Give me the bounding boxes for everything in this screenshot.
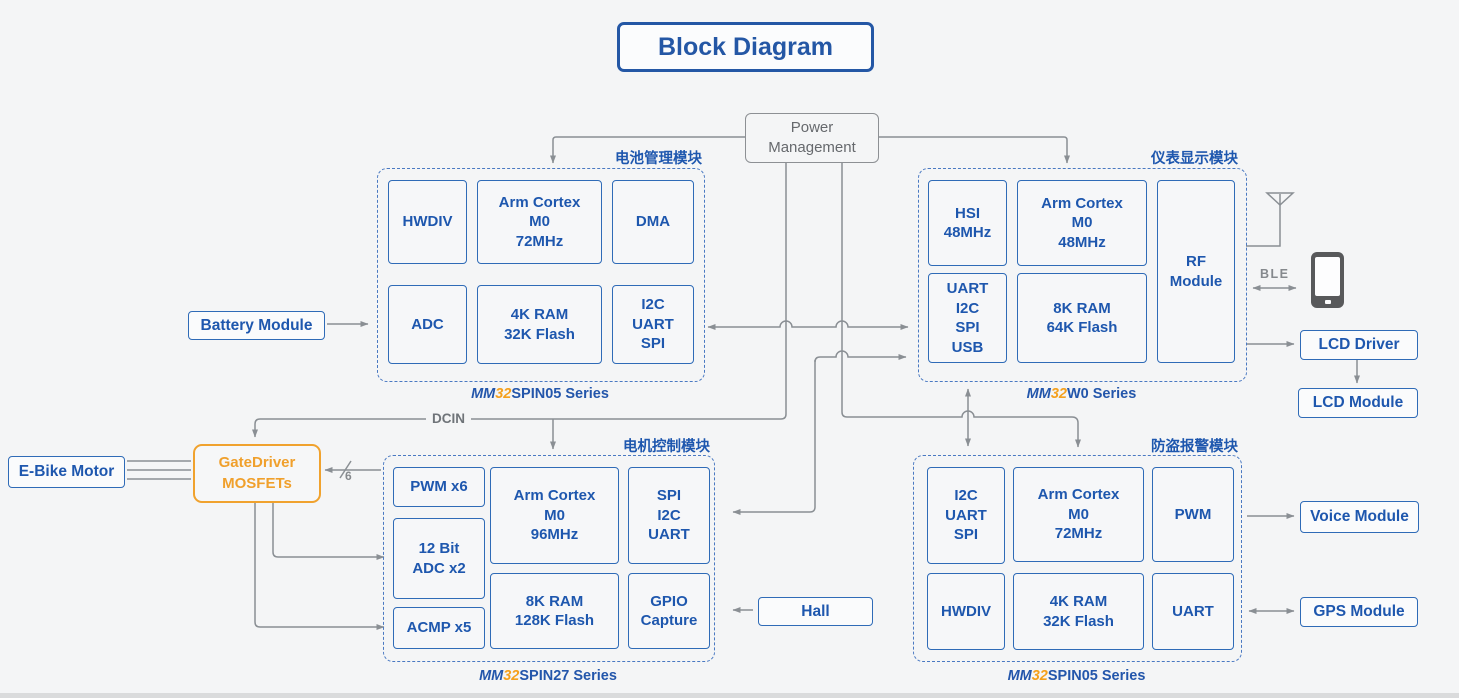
series-num: 32 <box>1031 668 1048 684</box>
battery-series-label: MM32SPIN05 Series <box>377 386 703 402</box>
motor-group-label: 电机控制模块 <box>623 439 710 455</box>
battery-block-dma: DMA <box>612 180 694 264</box>
alarm-group-border <box>913 455 1242 662</box>
page-title: Block Diagram <box>617 22 874 72</box>
bottom-edge-strip <box>0 693 1459 698</box>
series-mm: MM <box>1007 668 1032 684</box>
display-group-label: 仪表显示模块 <box>1151 151 1238 167</box>
motor-block-adc: 12 Bit ADC x2 <box>393 518 485 599</box>
display-block-ram-flash: 8K RAM 64K Flash <box>1017 273 1147 363</box>
series-rest: SPIN05 Series <box>511 386 609 402</box>
battery-group-border <box>377 168 705 382</box>
series-mm: MM <box>479 668 504 684</box>
series-rest: SPIN05 Series <box>1047 668 1146 684</box>
motor-group-border <box>383 455 715 662</box>
series-num: 32 <box>495 386 512 402</box>
smartphone-screen <box>1315 257 1340 296</box>
display-group-border <box>918 168 1247 382</box>
series-num: 32 <box>1050 386 1067 402</box>
series-rest: SPIN27 Series <box>519 668 617 684</box>
display-block-rf-module: RF Module <box>1157 180 1235 363</box>
dcin-label: DCIN <box>426 411 471 426</box>
alarm-block-arm-cortex: Arm Cortex M0 72MHz <box>1013 467 1144 562</box>
series-mm: MM <box>471 386 496 402</box>
ble-label: BLE <box>1260 267 1290 281</box>
motor-series-label: MM32SPIN27 Series <box>383 668 713 684</box>
lcd-driver-box: LCD Driver <box>1300 330 1418 360</box>
display-block-comms: UART I2C SPI USB <box>928 273 1007 363</box>
smartphone-icon <box>1311 252 1344 308</box>
battery-group-label: 电池管理模块 <box>615 151 702 167</box>
series-mm: MM <box>1026 386 1051 402</box>
wire-count-label: 6 <box>345 469 352 483</box>
alarm-block-ram-flash: 4K RAM 32K Flash <box>1013 573 1144 650</box>
motor-block-ram-flash: 8K RAM 128K Flash <box>490 573 619 649</box>
ebike-motor-box: E-Bike Motor <box>8 456 125 488</box>
battery-block-ram-flash: 4K RAM 32K Flash <box>477 285 602 364</box>
voice-module-box: Voice Module <box>1300 501 1419 533</box>
series-rest: W0 Series <box>1066 386 1137 402</box>
motor-block-comms: SPI I2C UART <box>628 467 710 564</box>
power-management-box: Power Management <box>745 113 879 163</box>
motor-block-acmp: ACMP x5 <box>393 607 485 649</box>
alarm-block-comms: I2C UART SPI <box>927 467 1005 564</box>
motor-block-gpio: GPIO Capture <box>628 573 710 649</box>
display-series-label: MM32W0 Series <box>918 386 1245 402</box>
alarm-block-uart: UART <box>1152 573 1234 650</box>
hall-box: Hall <box>758 597 873 626</box>
motor-block-arm-cortex: Arm Cortex M0 96MHz <box>490 467 619 564</box>
battery-block-comms: I2C UART SPI <box>612 285 694 364</box>
motor-block-pwm: PWM x6 <box>393 467 485 507</box>
alarm-group-label: 防盗报警模块 <box>1151 439 1238 455</box>
battery-module-box: Battery Module <box>188 311 325 340</box>
display-block-arm-cortex: Arm Cortex M0 48MHz <box>1017 180 1147 266</box>
battery-block-arm-cortex: Arm Cortex M0 72MHz <box>477 180 602 264</box>
alarm-block-hwdiv: HWDIV <box>927 573 1005 650</box>
gatedriver-mosfets-box: GateDriver MOSFETs <box>193 444 321 503</box>
smartphone-home-button <box>1324 300 1331 304</box>
antenna-icon <box>1246 192 1295 247</box>
series-num: 32 <box>503 668 520 684</box>
battery-block-adc: ADC <box>388 285 467 364</box>
alarm-series-label: MM32SPIN05 Series <box>913 668 1240 684</box>
alarm-block-pwm: PWM <box>1152 467 1234 562</box>
display-block-hsi: HSI 48MHz <box>928 180 1007 266</box>
battery-block-hwdiv: HWDIV <box>388 180 467 264</box>
lcd-module-box: LCD Module <box>1298 388 1418 418</box>
gps-module-box: GPS Module <box>1300 597 1418 627</box>
